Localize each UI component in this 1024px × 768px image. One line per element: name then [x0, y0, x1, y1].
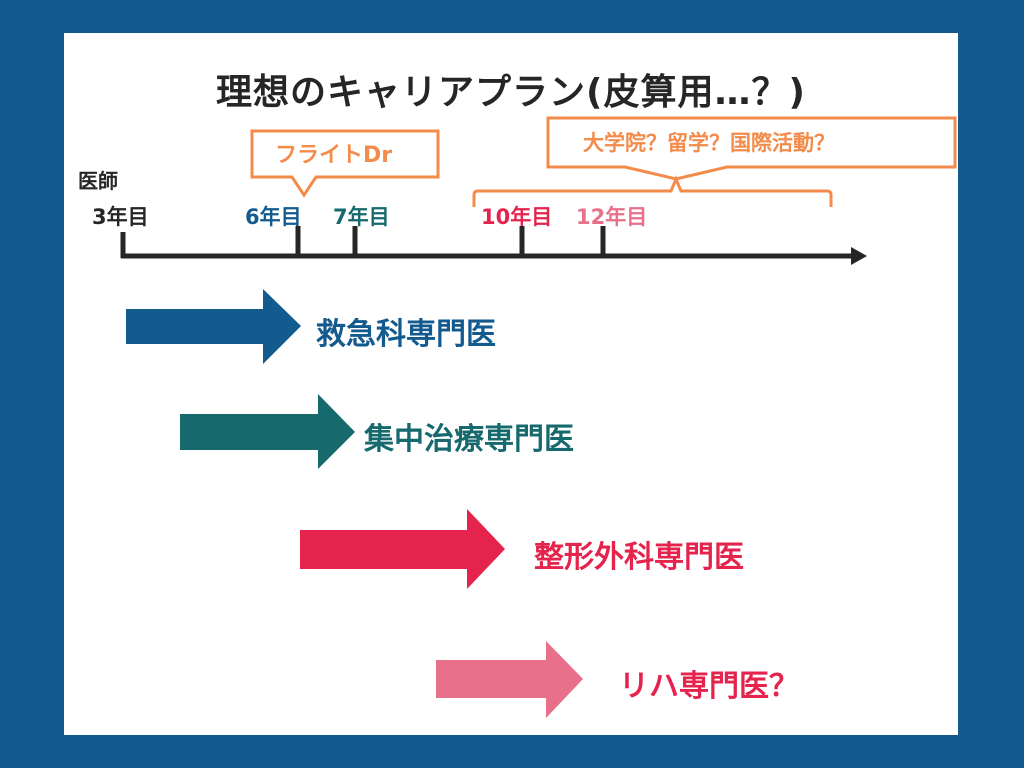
timeline-arrowhead: [851, 247, 867, 265]
arrow-orthopedics: [300, 509, 505, 589]
callout-graduate-text: 大学院？留学？国際活動？: [583, 131, 835, 155]
year-label-10: 10年目: [481, 205, 553, 229]
year-label-3: 3年目: [92, 205, 149, 229]
callout-flight-dr-text: フライトDr: [275, 143, 393, 168]
slide-title: 理想のキャリアプラン(皮算用…？): [216, 72, 806, 113]
callout-graduate-box: [546, 116, 957, 181]
year-label-7: 7年目: [333, 205, 390, 229]
year-label-12: 12年目: [576, 205, 648, 229]
doctor-label: 医師: [78, 169, 118, 193]
arrow-intensive-care: [180, 394, 355, 469]
diagram-shapes: [120, 116, 957, 718]
specialty-emergency: 救急科専門医: [316, 317, 496, 352]
specialty-rehabilitation: リハ専門医？: [619, 669, 799, 704]
specialty-orthopedics: 整形外科専門医: [534, 540, 744, 575]
arrow-emergency: [126, 289, 301, 364]
slide-panel: 理想のキャリアプラン(皮算用…？) 医師 3年目 6年目 7年目 10年目 12…: [64, 33, 958, 735]
arrow-rehabilitation: [436, 641, 583, 718]
callout-flight-dr-box: [250, 129, 440, 198]
specialty-intensive-care: 集中治療専門医: [364, 422, 574, 457]
year-label-6: 6年目: [245, 205, 302, 229]
bracket: [472, 175, 833, 207]
